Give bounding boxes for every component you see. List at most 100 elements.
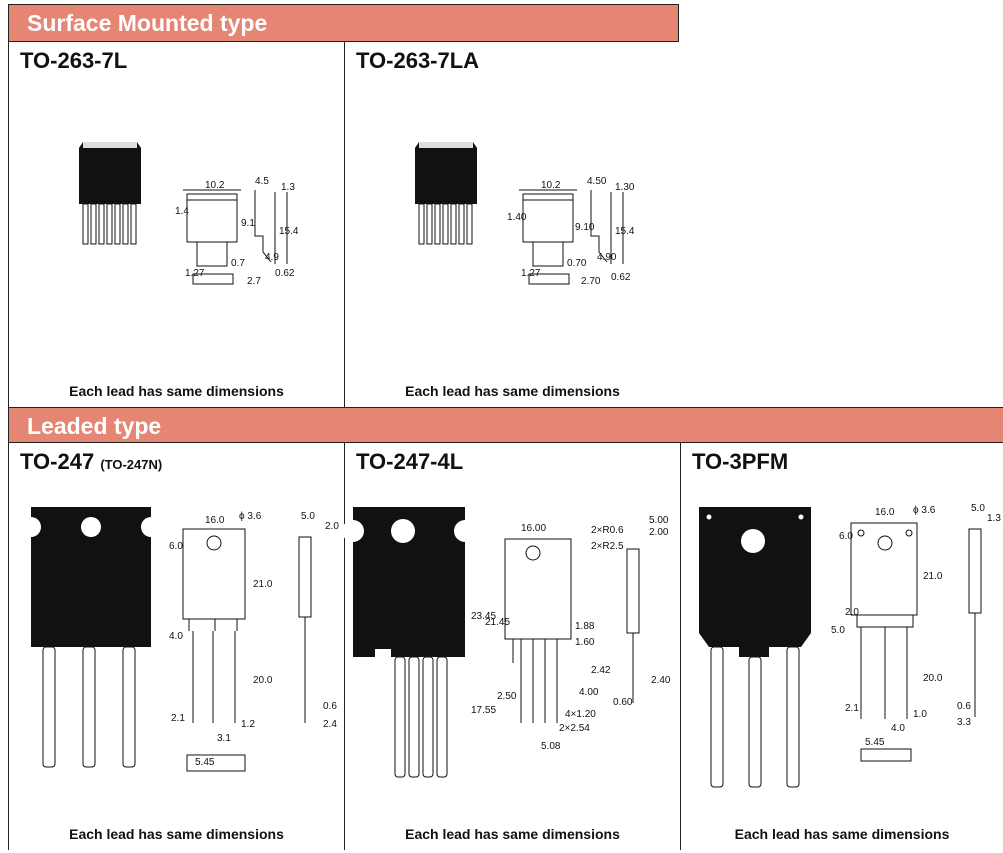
dim-width: 10.2 — [205, 180, 225, 191]
dim-hole-position: 6.0 — [839, 531, 853, 542]
package-leads — [82, 203, 137, 245]
dim-lead-width: 0.70 — [567, 258, 587, 269]
dim-lead-thickness-2: 0.6 — [323, 701, 337, 712]
dim-r1: 2×R0.6 — [591, 525, 624, 536]
mounting-hole — [741, 529, 765, 553]
dim-lead-length: 4.90 — [597, 252, 617, 263]
dim-d2: 1.60 — [575, 637, 595, 648]
dim-pitch: 4.0 — [891, 723, 905, 734]
package-leads — [710, 646, 800, 788]
dim-width: 16.0 — [875, 507, 895, 518]
outline-drawing — [183, 189, 288, 285]
dim-lead-t: 2.40 — [651, 675, 671, 686]
dim-lead-pitch: 2×2.54 — [559, 723, 590, 734]
dim-thickness-3: 0.60 — [613, 697, 633, 708]
to3pfm-diagram: 16.0 ϕ 3.6 5.0 1.3 6.0 21.0 2.0 5.0 20.0… — [699, 503, 1001, 788]
package-cell-to263-7l: TO-263-7L 10.2 4.5 1.3 1.4 9.1 15.4 4.9 … — [8, 42, 344, 407]
dim-lead-length: 4.00 — [579, 687, 599, 698]
dim-hole-position: 6.0 — [169, 541, 183, 552]
dim-h1: 23.45 — [471, 611, 496, 622]
dim-r2: 2×R2.5 — [591, 541, 624, 552]
caption: Each lead has same dimensions — [734, 826, 950, 842]
dim-lead-thickness: 2.0 — [325, 521, 339, 532]
dim-tab: 1.40 — [507, 212, 527, 223]
leaded-header: Leaded type — [8, 407, 1003, 443]
dim-lead-width-1: 2.1 — [171, 713, 185, 724]
mounting-hole — [81, 517, 101, 537]
dim-shoulder: 2.50 — [497, 691, 517, 702]
package-body — [415, 142, 477, 204]
dim-thickness: 4.5 — [255, 176, 269, 187]
package-title: TO-247-4L — [356, 449, 464, 474]
package-cell-to3pfm: TO-3PFM 16.0 ϕ 3.6 5.0 1.3 6.0 21.0 2.0 … — [680, 443, 1003, 850]
dim-lead-width: 4×1.20 — [565, 709, 596, 720]
dim-body-height: 21.0 — [923, 571, 943, 582]
dim-thickness: 5.00 — [649, 515, 669, 526]
package-subname: (TO-247N) — [100, 457, 163, 472]
package-title: TO-263-7L — [20, 48, 128, 73]
dim-lead-width-2: 1.2 — [241, 719, 255, 730]
dim-lead-thickness: 1.3 — [281, 182, 295, 193]
package-name: TO-247 — [20, 449, 95, 474]
tab-highlight — [83, 142, 137, 148]
dim-lead-thickness: 2.00 — [649, 527, 669, 538]
outline-drawing — [504, 538, 640, 723]
dim-foot-thickness: 0.62 — [275, 268, 295, 279]
package-title: TO-3PFM — [692, 449, 789, 474]
dim-lead-n: 3.3 — [957, 717, 971, 728]
dim-lead-t: 0.6 — [957, 701, 971, 712]
package-cell-to247: TO-247 (TO-247N) 16.0 ϕ 3.6 5.0 2.0 6.0 … — [8, 443, 344, 850]
package-title: TO-263-7LA — [356, 48, 480, 73]
dim-pitch: 1.27 — [185, 268, 205, 279]
dim-pitch: 1.27 — [521, 268, 541, 279]
dim-total: 15.4 — [279, 226, 299, 237]
dim-thickness: 4.50 — [587, 176, 607, 187]
package-body — [79, 142, 141, 204]
dim-pitch: 3.1 — [217, 733, 231, 744]
outline-drawing — [850, 522, 982, 762]
package-leads — [418, 203, 473, 245]
dim-total: 15.4 — [615, 226, 635, 237]
caption: Each lead has same dimensions — [69, 826, 284, 842]
package-body — [699, 507, 811, 647]
dim-hole: ϕ 3.6 — [239, 511, 262, 522]
outline-drawing — [519, 189, 624, 285]
dim-shoulder: 5.0 — [831, 625, 845, 636]
dim-lead-thickness: 1.3 — [987, 513, 1001, 524]
dim-height: 9.1 — [241, 218, 255, 229]
surface-mounted-header: Surface Mounted type — [8, 4, 679, 42]
dim-height: 9.10 — [575, 222, 595, 233]
caption: Each lead has same dimensions — [405, 826, 620, 842]
dim-thickness: 5.0 — [301, 511, 315, 522]
dim-body-height: 21.0 — [253, 579, 273, 590]
dim-d3: 2.42 — [591, 665, 611, 676]
package-cell-to263-7la: TO-263-7LA 10.2 4.50 1.30 1.40 9.10 15.4… — [344, 42, 680, 407]
to263-7la-diagram: 10.2 4.50 1.30 1.40 9.10 15.4 4.90 0.70 … — [415, 142, 635, 287]
dim-lead-length: 4.9 — [265, 252, 279, 263]
dim-foot: 2.7 — [247, 276, 261, 287]
dim-body-length: 17.55 — [471, 705, 496, 716]
dim-width: 10.2 — [541, 180, 561, 191]
to247-4l-diagram: 16.00 2×R0.6 2×R2.5 5.00 2.00 23.45 21.4… — [342, 507, 671, 778]
dim-span: 5.45 — [865, 737, 885, 748]
dim-lead-length: 20.0 — [253, 675, 273, 686]
package-title: TO-247 (TO-247N) — [20, 449, 162, 475]
dim-tab: 1.4 — [175, 206, 189, 217]
package-leads — [394, 656, 448, 778]
dim-lead-pitch: 2.4 — [323, 719, 337, 730]
dim-shoulder: 4.0 — [169, 631, 183, 642]
dim-lead-length: 20.0 — [923, 673, 943, 684]
dim-hole: ϕ 3.6 — [913, 505, 936, 516]
package-leads — [42, 646, 136, 768]
dim-span: 5.08 — [541, 741, 561, 752]
caption: Each lead has same dimensions — [69, 383, 284, 399]
mounting-hole — [391, 519, 415, 543]
to247-diagram: 16.0 ϕ 3.6 5.0 2.0 6.0 21.0 4.0 20.0 2.1… — [21, 507, 339, 772]
outline-drawing — [182, 528, 312, 772]
dim-lead-width-1: 2.1 — [845, 703, 859, 714]
dim-foot: 2.70 — [581, 276, 601, 287]
dim-d1: 1.88 — [575, 621, 595, 632]
dim-lead-width: 0.7 — [231, 258, 245, 269]
dim-lead-width-2: 1.0 — [913, 709, 927, 720]
tab-highlight — [419, 142, 473, 148]
